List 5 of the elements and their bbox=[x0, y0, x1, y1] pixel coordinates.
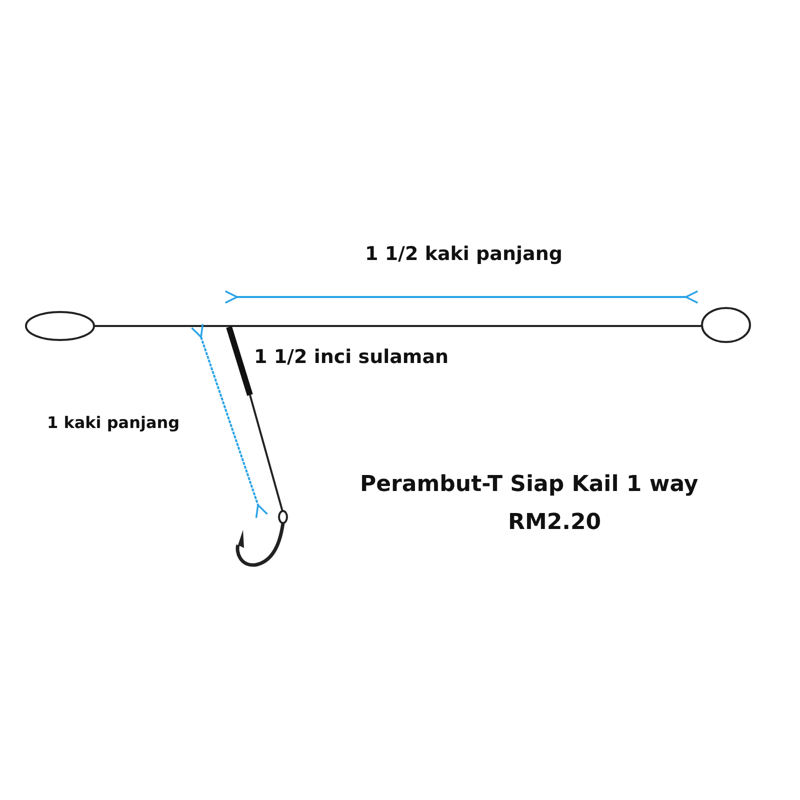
dimension-label: 1 kaki panjang bbox=[47, 413, 180, 432]
part-label: 1 1/2 inci sulaman bbox=[254, 346, 449, 368]
dimension-label: 1 1/2 kaki panjang bbox=[365, 243, 562, 265]
title: Perambut-T Siap Kail 1 way bbox=[360, 472, 698, 497]
price-label: RM2.20 bbox=[508, 510, 602, 535]
